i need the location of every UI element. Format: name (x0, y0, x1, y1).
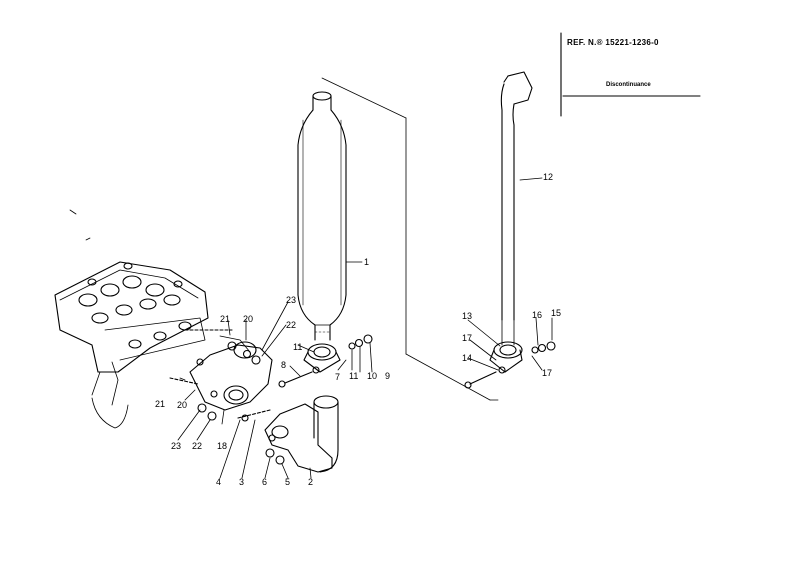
callout-23-bottom: 23 (171, 441, 181, 451)
muffler (297, 91, 347, 373)
callout-11-left: 11 (293, 342, 302, 352)
callout-18: 18 (217, 441, 227, 451)
callout-2: 2 (308, 477, 313, 487)
callout-21-top: 21 (220, 314, 230, 324)
callout-1: 1 (364, 257, 369, 267)
callout-5: 5 (285, 477, 290, 487)
callout-12: 12 (543, 172, 553, 182)
callout-labels: 1 2 3 4 5 6 7 8 9 10 11 11 12 13 14 15 1… (155, 172, 561, 487)
callout-21-bottom: 21 (155, 399, 165, 409)
callout-3: 3 (239, 477, 244, 487)
callout-22-bottom: 22 (192, 441, 202, 451)
callout-23-top: 23 (286, 295, 296, 305)
cylinder-head (54, 209, 209, 429)
callout-10: 10 (367, 371, 377, 381)
gasket-bolt (237, 409, 285, 465)
callout-11-right: 11 (349, 371, 358, 381)
callout-7: 7 (335, 372, 340, 382)
tailpipe (489, 71, 533, 373)
leader-lines (177, 177, 553, 479)
studs (169, 329, 233, 385)
tailpipe-fasteners (464, 341, 556, 389)
callout-17-left: 17 (462, 333, 472, 343)
header-lines (560, 32, 701, 117)
callout-22-top: 22 (286, 320, 296, 330)
assembly-frame (321, 77, 499, 401)
callout-6: 6 (262, 477, 267, 487)
muffler-fasteners (278, 334, 373, 388)
callout-4: 4 (216, 477, 221, 487)
callout-16: 16 (532, 310, 542, 320)
callout-15: 15 (551, 308, 561, 318)
callout-13: 13 (462, 311, 472, 321)
discontinuance-note: Discontinuance (606, 82, 651, 88)
nuts-washers-left (197, 341, 261, 421)
reference-number: REF. N.® 15221-1236-0 (567, 38, 659, 47)
callout-8: 8 (281, 360, 286, 370)
callout-14: 14 (462, 353, 472, 363)
callout-17-right: 17 (542, 368, 552, 378)
callout-20-top: 20 (243, 314, 253, 324)
exhaust-manifold (189, 335, 273, 411)
callout-20-bottom: 20 (177, 400, 187, 410)
elbow-pipe (264, 395, 339, 473)
callout-9: 9 (385, 371, 390, 381)
